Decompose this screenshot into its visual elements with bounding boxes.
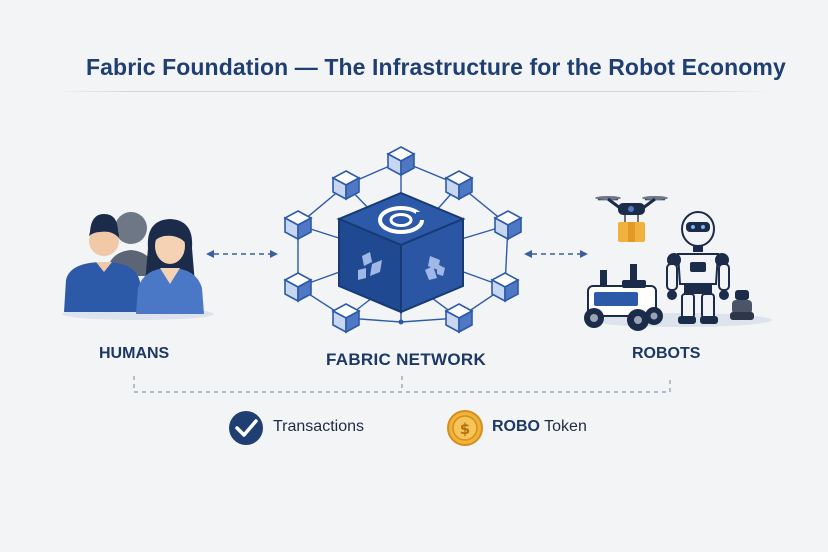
transactions-label: Transactions — [273, 418, 364, 435]
check-circle-icon — [229, 411, 263, 445]
robots-group-icon — [584, 196, 772, 331]
bottom-bracket — [133, 376, 671, 393]
humanoid-robot-icon — [666, 211, 730, 324]
rover-icon — [584, 264, 663, 331]
humans-network-connector — [206, 250, 278, 258]
coin-symbol: $ — [460, 420, 470, 438]
network-cube-icon — [336, 191, 466, 314]
humans-label: HUMANS — [99, 345, 170, 362]
token-suffix: Token — [540, 418, 587, 435]
page-title: Fabric Foundation — The Infrastructure f… — [86, 54, 786, 80]
network-label: FABRIC NETWORK — [326, 350, 487, 369]
people-group-icon — [62, 212, 214, 320]
service-robot-icon — [730, 290, 754, 320]
drone-icon — [595, 196, 668, 242]
coin-icon: $ — [447, 410, 483, 446]
robots-label: ROBOTS — [632, 345, 701, 362]
token-label: ROBO Token — [492, 418, 587, 436]
network-robots-connector — [524, 250, 588, 258]
title-divider — [56, 91, 772, 92]
token-name: ROBO — [492, 418, 540, 435]
